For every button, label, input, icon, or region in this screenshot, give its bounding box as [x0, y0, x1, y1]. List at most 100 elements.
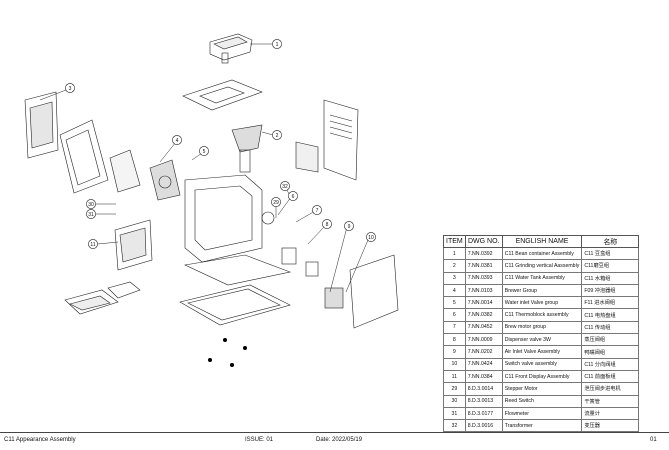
bom-cell-dwg: 8.D.3.0016: [464, 419, 503, 433]
bom-cell-name: Switch valve assembly: [501, 357, 583, 371]
callout-label: 3: [69, 86, 72, 92]
bom-cell-item: 10: [443, 357, 466, 371]
valve-motor-parts: [261, 211, 344, 309]
bom-cell-cn: C11 传动组: [581, 320, 640, 335]
bom-cell-item: 5: [443, 296, 466, 310]
side-cover-part: [349, 254, 399, 329]
callout-label: 32: [282, 184, 288, 190]
front-display-part: [114, 219, 153, 271]
bom-cell-name: C11 Bean container Assembly: [501, 246, 583, 261]
bom-cell-cn: F09 冲泡器组: [581, 283, 640, 298]
bom-cell-cn: 流量计: [581, 406, 640, 421]
bom-cell-cn: 变压器: [581, 419, 640, 433]
bom-cell-dwg: 8.D.3.0013: [464, 394, 503, 408]
top-lid-plate: [182, 79, 263, 111]
bom-cell-name: Transformer: [501, 419, 583, 433]
bom-cell-cn: C11 前面板组: [581, 369, 640, 384]
bom-cell-item: 11: [443, 369, 466, 384]
bom-cell-name: C11 Front Display Assembly: [501, 369, 583, 384]
callout-label: 29: [273, 200, 279, 206]
callout-circle: [312, 205, 322, 215]
main-frame-part: [184, 174, 263, 263]
callout-label: 9: [348, 224, 351, 230]
bom-cell-cn: C11 电热盘组: [581, 308, 640, 322]
bom-cell-item: 29: [443, 382, 466, 396]
callout-label: 2: [276, 133, 279, 139]
callout-circle: [199, 146, 209, 156]
bom-cell-dwg: 8.D.3.0177: [464, 406, 503, 421]
page-number: 01: [650, 437, 657, 443]
bom-cell-dwg: 7.NN.0103: [464, 283, 503, 298]
callout-circle: [172, 135, 182, 145]
bom-cell-cn: C11 水箱组: [581, 271, 640, 285]
bom-cell-name: Dispenser valve 3W: [501, 333, 583, 347]
bom-cell-name: Reed Switch: [501, 394, 583, 408]
bom-cell-cn: 干簧管: [581, 394, 640, 408]
bom-cell-dwg: 7.NN.0382: [464, 308, 503, 322]
callout-label: 10: [368, 235, 374, 241]
col-chinese-name: 名称: [581, 235, 640, 248]
callout-circle: [288, 191, 298, 201]
bom-cell-item: 30: [443, 394, 466, 408]
col-item: ITEM: [443, 235, 466, 248]
callout-leaders: [39, 43, 369, 293]
bom-cell-item: 32: [443, 419, 466, 433]
callout-circle: [65, 83, 75, 93]
date-label: Date: 2022/05/19: [316, 437, 363, 443]
bean-container-part: [209, 33, 253, 64]
bom-cell-dwg: 7.NN.0393: [464, 271, 503, 285]
bom-cell-cn: 蒸压阀组: [581, 333, 640, 347]
bom-cell-item: 3: [443, 271, 466, 285]
bom-cell-item: 1: [443, 246, 466, 261]
bom-cell-item: 2: [443, 259, 466, 273]
bom-cell-cn: 泄压阀步进电机: [581, 382, 640, 396]
bom-cell-cn: F11 进水阀组: [581, 296, 640, 310]
callout-circle: [366, 232, 376, 242]
bom-header-row: ITEM DWG NO. ENGLISH NAME 名称: [443, 235, 640, 248]
bom-cell-item: 4: [443, 283, 466, 298]
col-english-name: ENGLISH NAME: [501, 235, 583, 248]
bom-cell-cn: C11 豆盒组: [581, 246, 640, 261]
control-box-part: [295, 141, 319, 173]
bom-cell-name: Flowmeter: [501, 406, 583, 421]
bom-cell-dwg: 8.D.3.0014: [464, 382, 503, 396]
drawing-title: C11 Appearance Assembly: [4, 437, 76, 443]
side-panel-part: [59, 119, 109, 194]
bom-cell-name: Water inlet Valve group: [501, 296, 583, 310]
bom-cell-dwg: 7.NN.0392: [464, 246, 503, 261]
issue-label: ISSUE: 01: [245, 437, 274, 443]
callout-label: 31: [88, 212, 94, 218]
callout-circle: [88, 239, 98, 249]
callout-circle: [272, 39, 282, 49]
bom-cell-cn: 鸭嘴阀组: [581, 345, 640, 359]
col-dwg-no: DWG NO.: [464, 235, 503, 248]
brewer-group-part: [109, 149, 181, 201]
bom-cell-item: 9: [443, 345, 466, 359]
bom-cell-name: Brew motor group: [501, 320, 583, 335]
callout-circle: [271, 197, 281, 207]
callout-circle: [344, 221, 354, 231]
bom-cell-dwg: 7.NN.0384: [464, 369, 503, 384]
callout-label: 7: [316, 208, 319, 214]
water-tank-part: [24, 91, 59, 159]
callout-label: 1: [276, 42, 279, 48]
callout-label: 8: [326, 222, 329, 228]
bom-cell-dwg: 7.NN.0424: [464, 357, 503, 371]
base-frame-outline: [183, 254, 292, 286]
callout-circle: [322, 219, 332, 229]
bom-cell-dwg: 7.NN.0014: [464, 296, 503, 310]
